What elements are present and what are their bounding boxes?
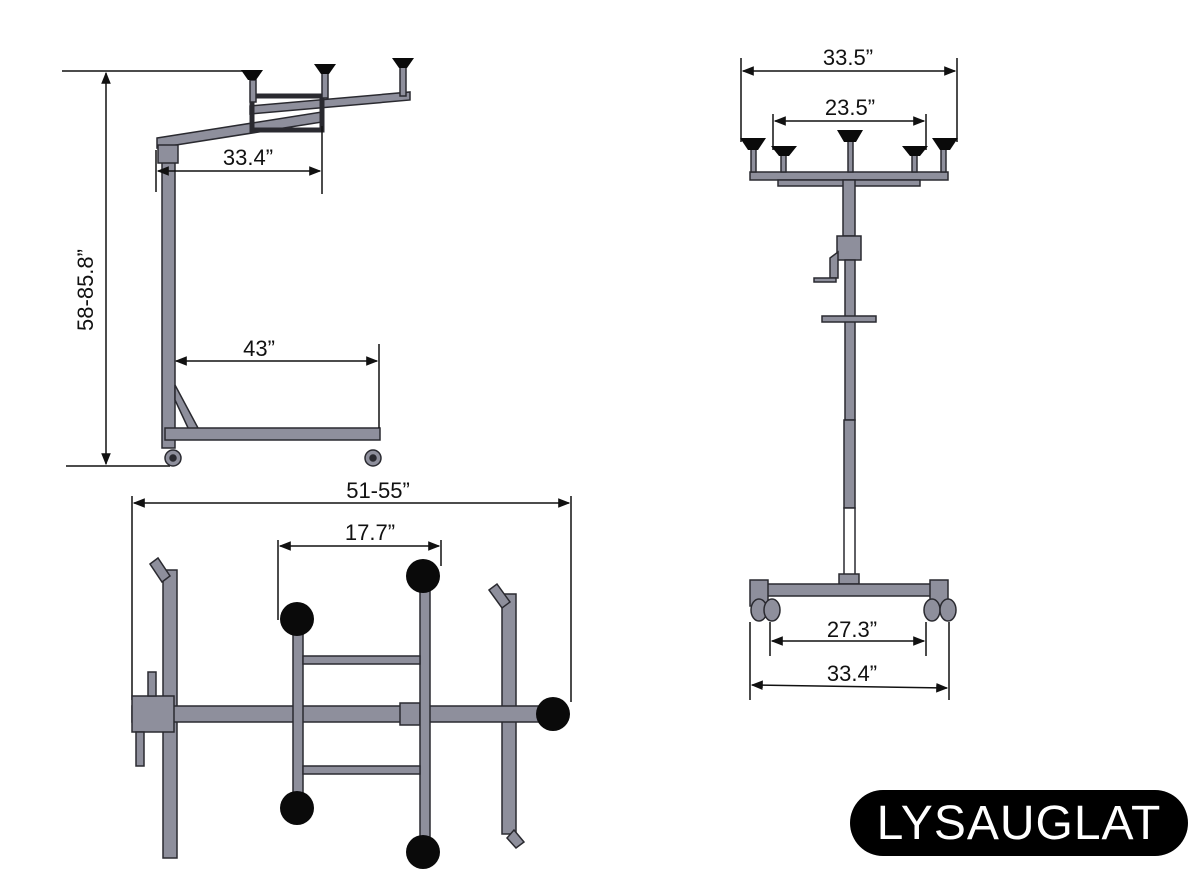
top-frame <box>131 556 553 859</box>
cup-spacing-dimension-label: 17.7” <box>345 520 395 545</box>
front-frame <box>749 139 949 607</box>
caster-inner-dimension-line <box>769 622 927 656</box>
inner-width-dimension-label: 23.5” <box>825 95 875 120</box>
top-arm-dimension-label: 33.4” <box>223 145 273 170</box>
top-view: 51-55” 17.7” <box>131 478 572 869</box>
outer-width-dimension-line <box>740 58 958 142</box>
outer-width-dimension-label: 33.5” <box>823 45 873 70</box>
total-length-dimension-label: 51-55” <box>346 478 410 503</box>
side-view: 58-85.8” <box>62 58 414 467</box>
base-depth-dimension-line <box>174 344 380 428</box>
front-view: 33.5” 23.5” <box>740 45 958 700</box>
side-cups <box>241 58 414 80</box>
brand-logo-text: LYSAUGLAT <box>876 796 1162 850</box>
cup-spacing-dimension-line <box>277 540 442 620</box>
side-frame <box>156 65 411 449</box>
height-dimension-label: 58-85.8” <box>73 249 98 331</box>
caster-inner-dimension-label: 27.3” <box>827 617 877 642</box>
base-depth-dimension-label: 43” <box>243 336 275 361</box>
height-dimension-line <box>62 70 250 467</box>
top-cups <box>280 559 570 869</box>
top-arm-dimension-line <box>155 126 323 194</box>
front-cups <box>740 130 958 156</box>
inner-width-dimension-line <box>772 114 927 150</box>
side-casters <box>164 449 382 467</box>
total-length-dimension-line <box>131 496 572 702</box>
base-width-dimension-line <box>749 622 950 700</box>
base-width-dimension-label: 33.4” <box>827 661 877 686</box>
front-casters <box>750 598 957 622</box>
brand-logo: LYSAUGLAT <box>850 790 1188 856</box>
